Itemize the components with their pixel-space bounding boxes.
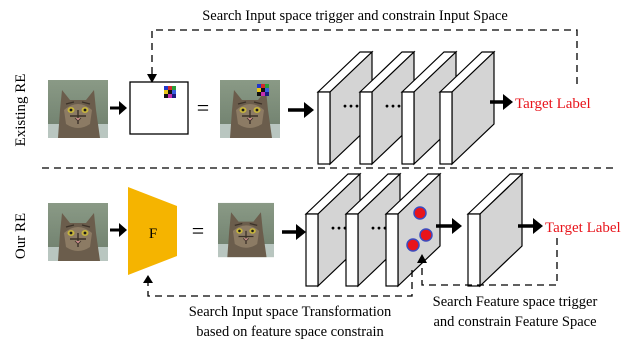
feature-feedback-arrowhead (417, 254, 427, 263)
feature-feedback-loop (421, 238, 558, 286)
top-layer-2 (358, 50, 416, 166)
top-equals: = (197, 95, 209, 120)
top-row-label: Existing RE (13, 74, 29, 147)
top-layer-4 (438, 50, 496, 166)
top-arrow-2-head (304, 102, 314, 118)
top-layer-3 (400, 50, 458, 166)
feature-caption-line2: and constrain Feature Space (433, 314, 596, 330)
trigger-patch-on-image (257, 84, 269, 96)
top-target-label: Target Label (515, 96, 591, 112)
bottom-arrow-1-head (119, 223, 127, 237)
input-feedback-arrowhead (143, 275, 153, 283)
trigger-mask-box (129, 81, 189, 135)
feature-trigger-dot-3 (406, 238, 420, 252)
top-dots-1: ··· (342, 96, 360, 116)
bottom-row-label: Our RE (13, 213, 29, 259)
top-output-cat-image (220, 80, 280, 138)
top-arrow-1-head (119, 101, 127, 115)
bottom-transformed-cat-image (218, 202, 274, 258)
input-transform-caption-line1: Search Input space Transformation (189, 304, 392, 320)
top-layer-1 (316, 50, 374, 166)
top-feedback-caption: Search Input space trigger and constrain… (202, 8, 508, 24)
feature-trigger-dot-1 (413, 206, 427, 220)
top-input-cat-image (48, 80, 108, 138)
transform-f-label: F (149, 226, 157, 242)
bottom-arrow-4-head (533, 218, 543, 234)
feature-caption-line1: Search Feature space trigger (433, 294, 598, 310)
bottom-layer-2 (344, 172, 402, 288)
bottom-equals: = (192, 218, 204, 243)
bottom-dots-1: ··· (330, 218, 348, 238)
top-feedback-loop (151, 29, 578, 84)
feature-trigger-dot-2 (419, 228, 433, 242)
input-feedback-loop (147, 270, 413, 297)
top-feedback-arrowhead (147, 74, 157, 83)
bottom-layer-3-feature (384, 172, 442, 288)
bottom-arrow-3-head (452, 218, 462, 234)
input-transform-caption-line2: based on feature space constrain (196, 324, 384, 340)
top-arrow-3-head (503, 94, 513, 110)
bottom-arrow-2-head (296, 224, 306, 240)
bottom-dots-2: ··· (370, 218, 388, 238)
transform-f-block (128, 187, 177, 275)
bottom-input-cat-image (48, 203, 108, 261)
bottom-target-label: Target Label (545, 220, 621, 236)
trigger-patch-mask (164, 86, 176, 98)
bottom-layer-4 (466, 172, 524, 288)
top-dots-2: ··· (384, 96, 402, 116)
